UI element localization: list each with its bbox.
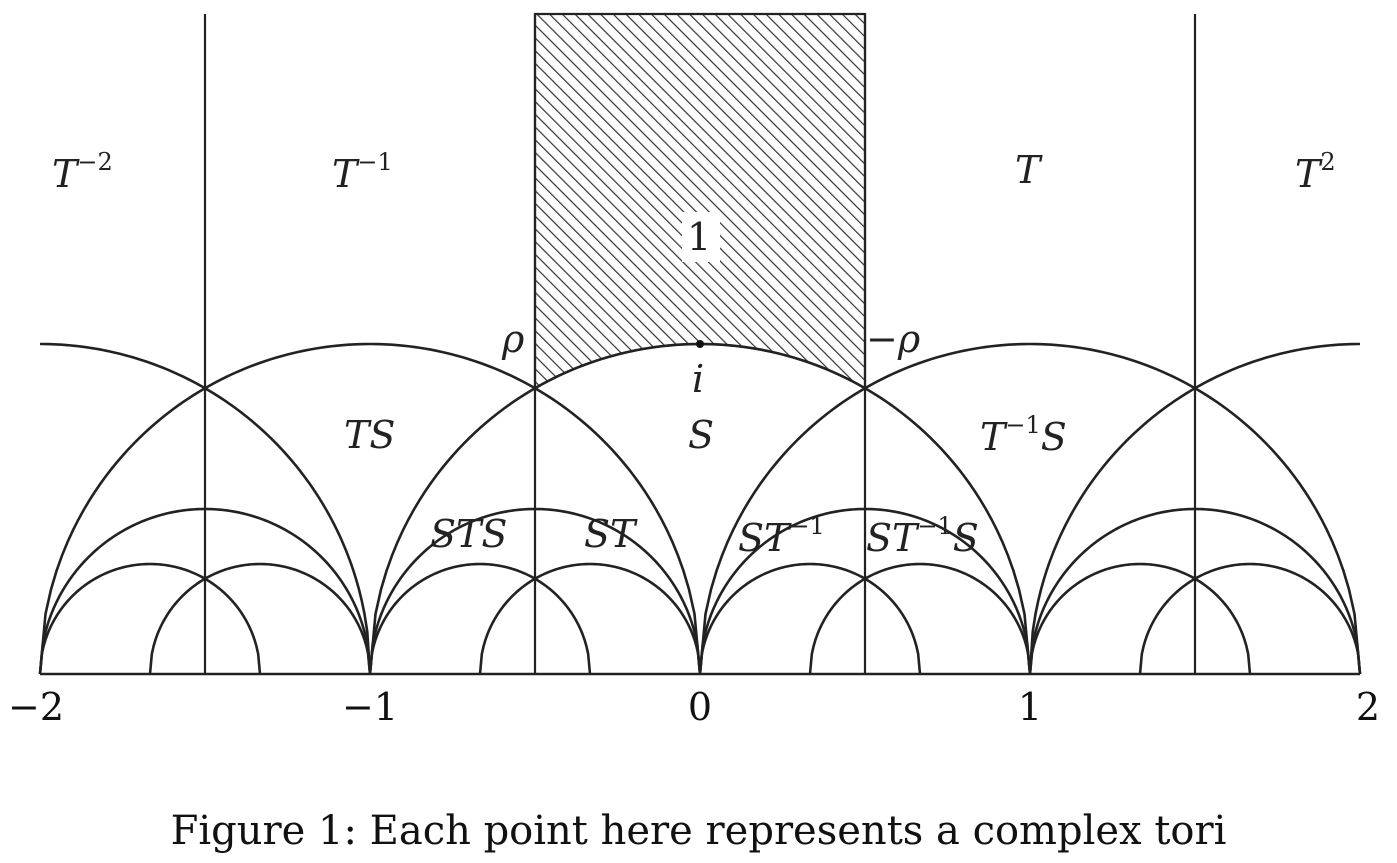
label-t-minus-1: T−1 [332, 148, 393, 196]
vertical-lines [203, 14, 1197, 674]
label-t-inv-s: T−1S [980, 411, 1067, 459]
x-tick-label: 0 [688, 685, 712, 729]
identity-label-background [682, 212, 720, 262]
label-t-minus-2: T−2 [52, 148, 113, 196]
geodesic-arc [698, 562, 922, 675]
x-tick-label: 1 [1018, 685, 1042, 729]
label-sts: STS [430, 512, 507, 556]
label-st: ST [584, 512, 638, 556]
label-identity: 1 [687, 215, 711, 259]
label-st-inv-s: ST−1S [866, 512, 979, 560]
label-t: T [1015, 148, 1043, 192]
figure-caption: Figure 1: Each point here represents a c… [170, 808, 1227, 854]
label-rho: ρ [501, 317, 525, 361]
x-tick-label: 2 [1356, 685, 1380, 729]
x-tick-label: −2 [8, 685, 64, 729]
geodesic-arc [38, 342, 702, 675]
geodesic-arc [808, 562, 1032, 675]
label-st-inv: ST−1 [738, 512, 825, 560]
label-s: S [688, 413, 714, 457]
geodesic-arc [478, 562, 702, 675]
geodesic-arc [698, 342, 1362, 675]
x-tick-labels: −2 −1 0 1 2 [8, 685, 1380, 729]
x-tick-label: −1 [342, 685, 398, 729]
geodesic-arc [38, 562, 262, 675]
label-t-2: T2 [1295, 148, 1336, 196]
geodesic-arc [1028, 562, 1252, 675]
geodesic-arc [148, 562, 372, 675]
point-i-marker [696, 340, 704, 348]
geodesic-arc [1138, 562, 1362, 675]
label-ts: TS [344, 413, 395, 457]
geodesic-arc [368, 562, 592, 675]
label-neg-rho: −ρ [866, 317, 921, 361]
label-i: i [692, 357, 704, 401]
fundamental-domain [533, 12, 867, 391]
